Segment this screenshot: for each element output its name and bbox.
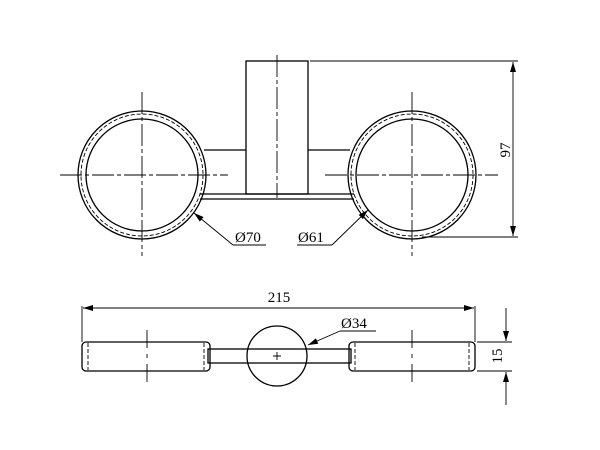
- dimension-label-15: 15: [490, 349, 506, 364]
- front-view: 215 Ø34 15: [81, 290, 512, 405]
- dimension-diameter-70: Ø70: [193, 212, 266, 246]
- connecting-arm: [200, 149, 354, 200]
- dimension-diameter-34: Ø34: [307, 316, 376, 346]
- top-view: 97 Ø70 Ø61: [60, 55, 518, 256]
- right-holder-side: [348, 330, 476, 382]
- dimension-215: 215: [81, 290, 476, 342]
- mount-disc: [246, 325, 308, 387]
- dimension-15: 15: [477, 308, 512, 405]
- dimension-label-61: Ø61: [298, 230, 324, 246]
- dimension-label-70: Ø70: [235, 230, 261, 246]
- center-mark: [273, 352, 281, 360]
- right-ring: [325, 92, 498, 256]
- dimension-label-97: 97: [498, 142, 514, 158]
- dimension-label-34: Ø34: [341, 316, 367, 332]
- dimension-97: 97: [310, 60, 518, 238]
- dimension-diameter-61: Ø61: [297, 209, 369, 246]
- connecting-bar: [207, 348, 352, 364]
- left-holder-side: [81, 330, 211, 382]
- left-ring: [60, 92, 228, 256]
- dimension-label-215: 215: [268, 290, 291, 306]
